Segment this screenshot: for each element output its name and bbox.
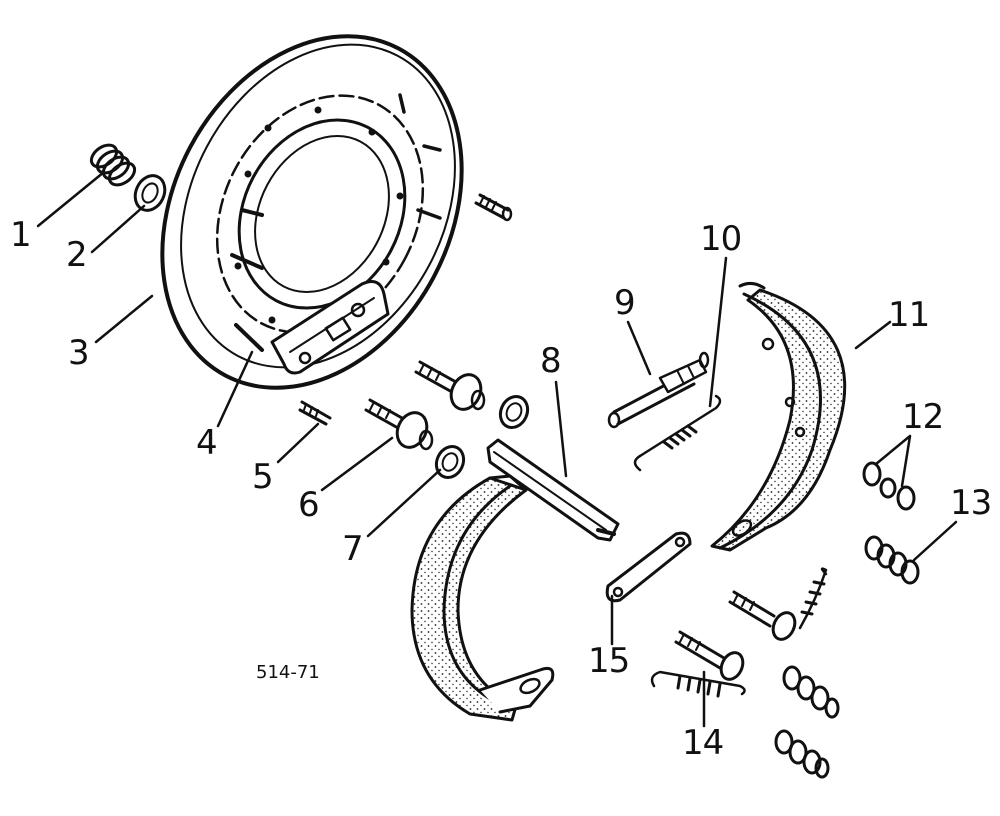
spring-bottom-b [774, 729, 830, 779]
bushing-7 [434, 394, 530, 480]
backing-plate [160, 34, 464, 390]
adjuster-bolt-upper [414, 360, 486, 411]
reference-code: 514-71 [256, 662, 320, 683]
callout-10: 10 [700, 219, 742, 259]
spring-13 [864, 535, 920, 585]
callout-7: 7 [342, 529, 364, 569]
callout-12: 12 [902, 397, 944, 437]
brake-shoe-right [710, 281, 847, 552]
pin-spring-lower [728, 567, 828, 641]
spring-1 [89, 143, 137, 187]
callout-2: 2 [66, 235, 88, 275]
adjuster-9 [607, 351, 710, 429]
lever-8 [486, 438, 620, 542]
callout-6: 6 [298, 485, 320, 525]
callout-3: 3 [68, 333, 90, 373]
callout-14: 14 [682, 723, 724, 763]
spring-bottom-a [782, 665, 840, 719]
stud-upper [474, 193, 513, 222]
callout-4: 4 [196, 423, 218, 463]
adjuster-bolt-lower [364, 398, 434, 451]
brake-shoe-left [410, 474, 555, 722]
callout-5: 5 [252, 457, 274, 497]
callout-9: 9 [614, 283, 636, 323]
pin-5 [298, 400, 332, 426]
callout-15: 15 [588, 641, 630, 681]
callout-8: 8 [540, 341, 562, 381]
spring-parts-12 [862, 461, 916, 511]
leader-lines [36, 170, 958, 728]
spring-10 [633, 394, 722, 472]
link-15 [605, 531, 692, 603]
callout-1: 1 [10, 215, 32, 255]
callout-13: 13 [950, 483, 992, 523]
washer-2 [133, 174, 167, 212]
callout-11: 11 [888, 295, 930, 335]
pin-spring-14 [650, 630, 746, 698]
